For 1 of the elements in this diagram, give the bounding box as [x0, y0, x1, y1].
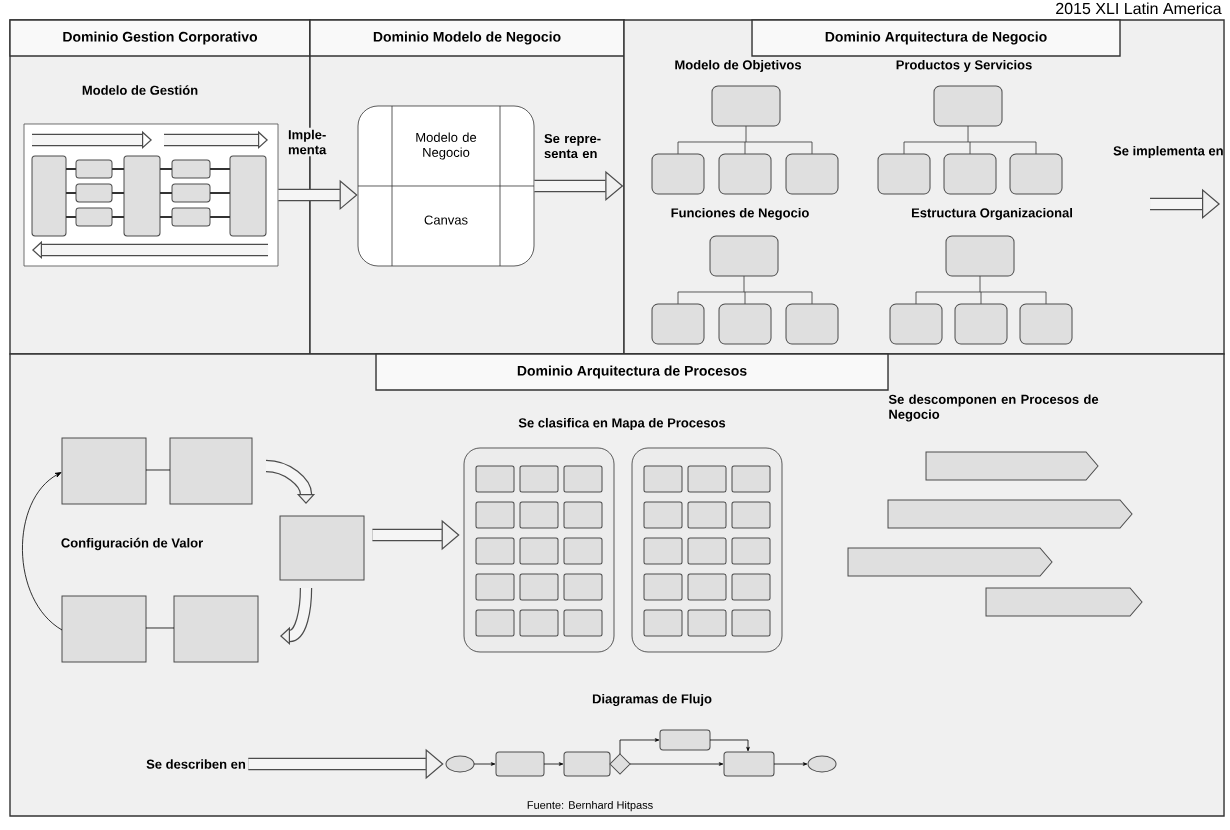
- header-text: 2015 XLI Latin America: [1056, 2, 1222, 15]
